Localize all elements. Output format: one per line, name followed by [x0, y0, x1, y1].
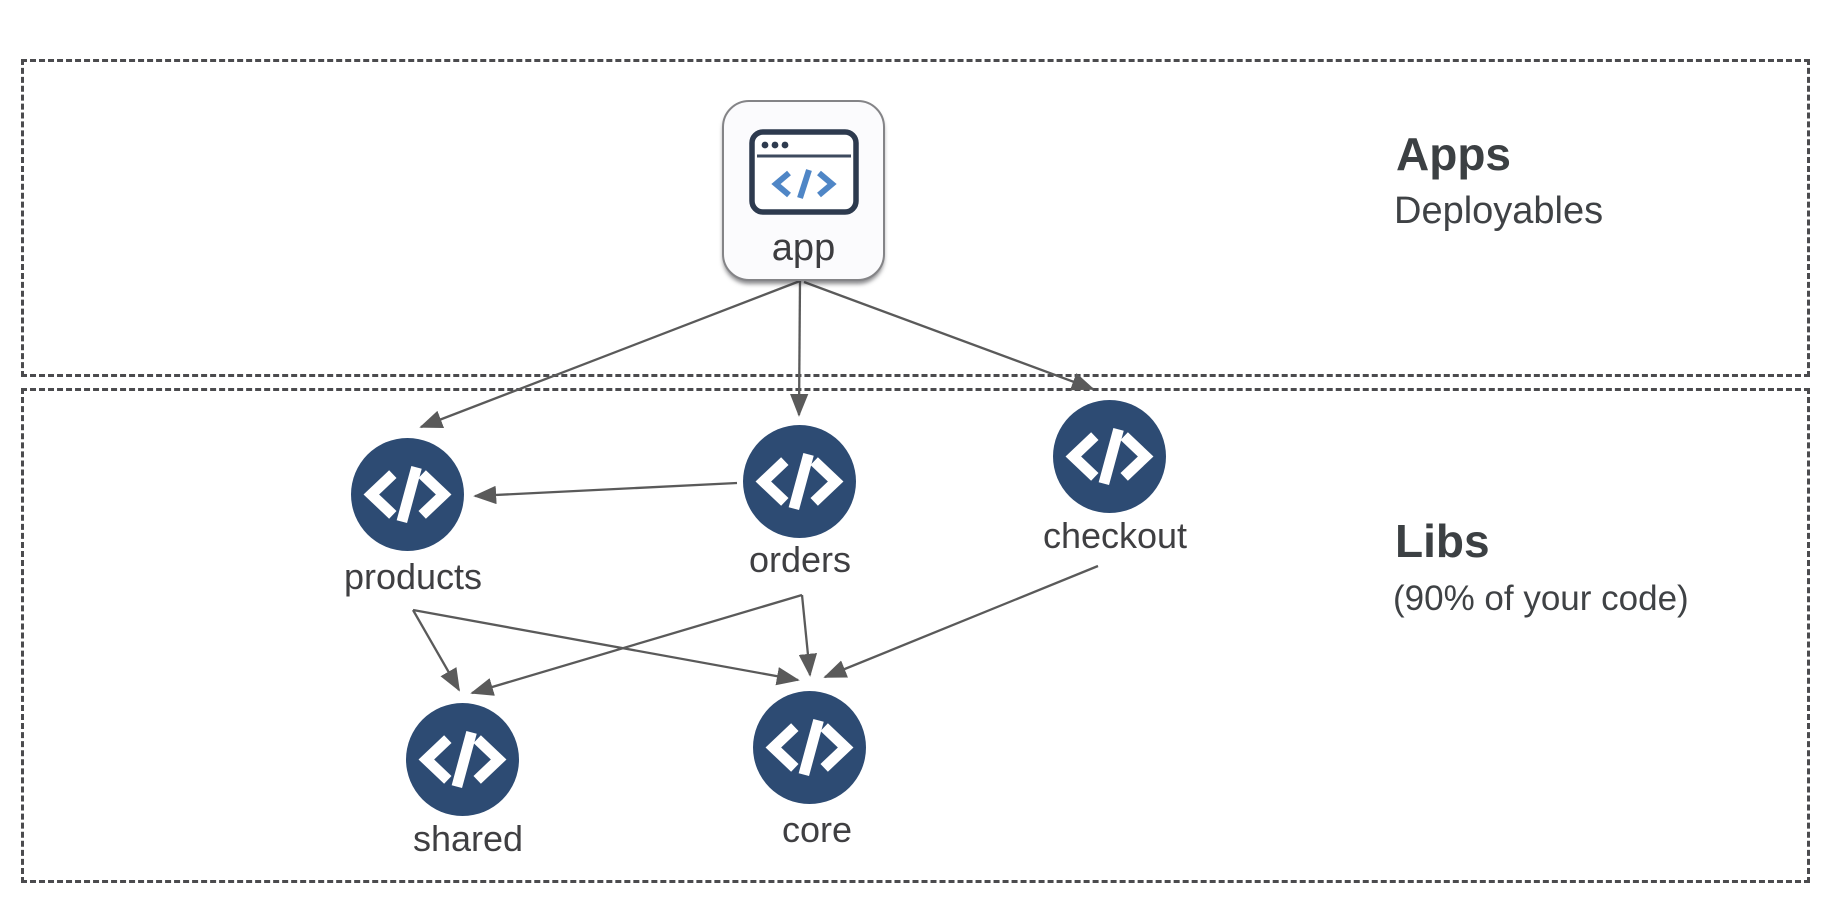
edge-app-products	[419, 279, 801, 429]
node-checkout-label: checkout	[1042, 515, 1188, 556]
node-products	[351, 438, 464, 551]
edge-app-checkout	[803, 280, 1095, 391]
code-icon	[765, 718, 854, 777]
node-checkout	[1053, 400, 1166, 513]
libs-zone-title: Libs	[1395, 515, 1490, 567]
node-orders-label: orders	[748, 539, 852, 580]
edge-orders-shared	[470, 593, 803, 696]
libs-zone-subtitle: (90% of your code)	[1393, 579, 1689, 618]
node-shared	[406, 703, 519, 816]
node-products-label: products	[343, 556, 483, 597]
apps-zone-subtitle: Deployables	[1394, 190, 1604, 232]
code-icon	[755, 452, 844, 511]
node-app: app	[722, 100, 885, 281]
code-icon	[1065, 427, 1154, 486]
apps-zone	[21, 59, 1810, 377]
apps-zone-title: Apps	[1396, 128, 1511, 180]
edge-app-orders	[789, 280, 809, 417]
node-core	[753, 691, 866, 804]
code-icon	[363, 465, 452, 524]
edge-products-core	[412, 608, 800, 686]
edge-checkout-core	[823, 564, 1099, 679]
node-core-label: core	[781, 809, 853, 850]
edge-orders-products	[473, 481, 738, 505]
libs-zone	[21, 388, 1810, 883]
browser-window-icon	[748, 129, 859, 215]
edge-products-shared	[412, 609, 460, 692]
node-app-label: app	[771, 227, 836, 269]
edge-orders-core	[798, 594, 818, 677]
node-shared-label: shared	[412, 818, 524, 859]
node-orders	[743, 425, 856, 538]
code-icon	[418, 730, 507, 789]
